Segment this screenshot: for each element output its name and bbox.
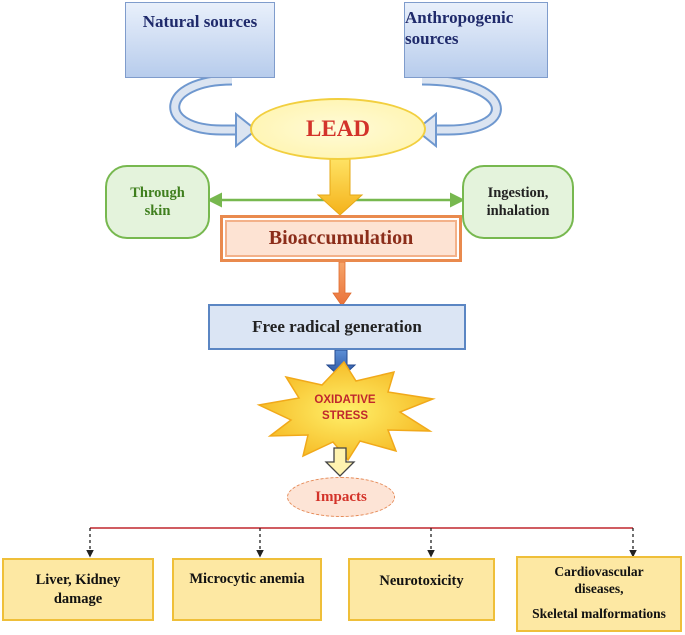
ingestion-label-2: inhalation [486, 203, 550, 219]
anthropogenic-sources-label-2: sources [405, 29, 459, 49]
impacts-node: Impacts [287, 477, 395, 517]
oxidative-label-2: STRESS [321, 409, 368, 422]
lead-label: LEAD [306, 115, 370, 141]
liver-label-1: Liver, Kidney [35, 572, 121, 589]
natural-sources-box: Natural sources [125, 2, 275, 78]
anemia-label: Microcytic anemia [189, 571, 305, 587]
cardio-label-3: Skeletal malformations [532, 605, 666, 621]
bioaccumulation-node: Bioaccumulation [220, 215, 462, 262]
ingestion-inhalation-node: Ingestion, inhalation [462, 165, 574, 239]
through-skin-node: Through skin [105, 165, 210, 239]
lead-to-bioaccumulation-arrow [316, 156, 364, 216]
ingestion-label-1: Ingestion, [487, 184, 549, 201]
curved-arrow-left [169, 74, 258, 149]
outcome-microcytic-anemia: Microcytic anemia [172, 558, 322, 621]
oxidative-stress-burst [256, 360, 436, 462]
free-radical-node: Free radical generation [208, 304, 466, 350]
cardio-label-2: diseases, [574, 580, 624, 596]
neuro-label: Neurotoxicity [379, 573, 464, 589]
outcome-cardio-skeletal: Cardiovascular diseases, Skeletal malfor… [516, 556, 682, 632]
impacts-label: Impacts [315, 488, 367, 505]
curved-arrow-right [414, 74, 502, 149]
outcome-neurotoxicity: Neurotoxicity [348, 558, 495, 621]
lead-node: LEAD [250, 98, 426, 160]
oxidative-stress-label: OXIDATIVE STRESS [300, 393, 390, 424]
free-radical-label: Free radical generation [252, 317, 422, 337]
outcome-liver-kidney: Liver, Kidney damage [2, 558, 154, 621]
stress-to-impacts-arrow [324, 447, 356, 477]
anthropogenic-sources-label-1: Anthropogenic [405, 8, 514, 27]
anthropogenic-sources-box: Anthropogenic sources [404, 2, 548, 78]
oxidative-label-1: OXIDATIVE [314, 394, 376, 406]
cardio-label-1: Cardiovascular [554, 564, 644, 579]
through-skin-label-2: skin [144, 203, 171, 219]
natural-sources-label: Natural sources [142, 12, 258, 31]
bioaccumulation-label: Bioaccumulation [268, 227, 414, 249]
through-skin-label-1: Through [130, 184, 185, 201]
bioaccumulation-to-radical-arrow [332, 261, 352, 307]
impact-branches [86, 527, 637, 558]
liver-label-2: damage [53, 590, 103, 607]
